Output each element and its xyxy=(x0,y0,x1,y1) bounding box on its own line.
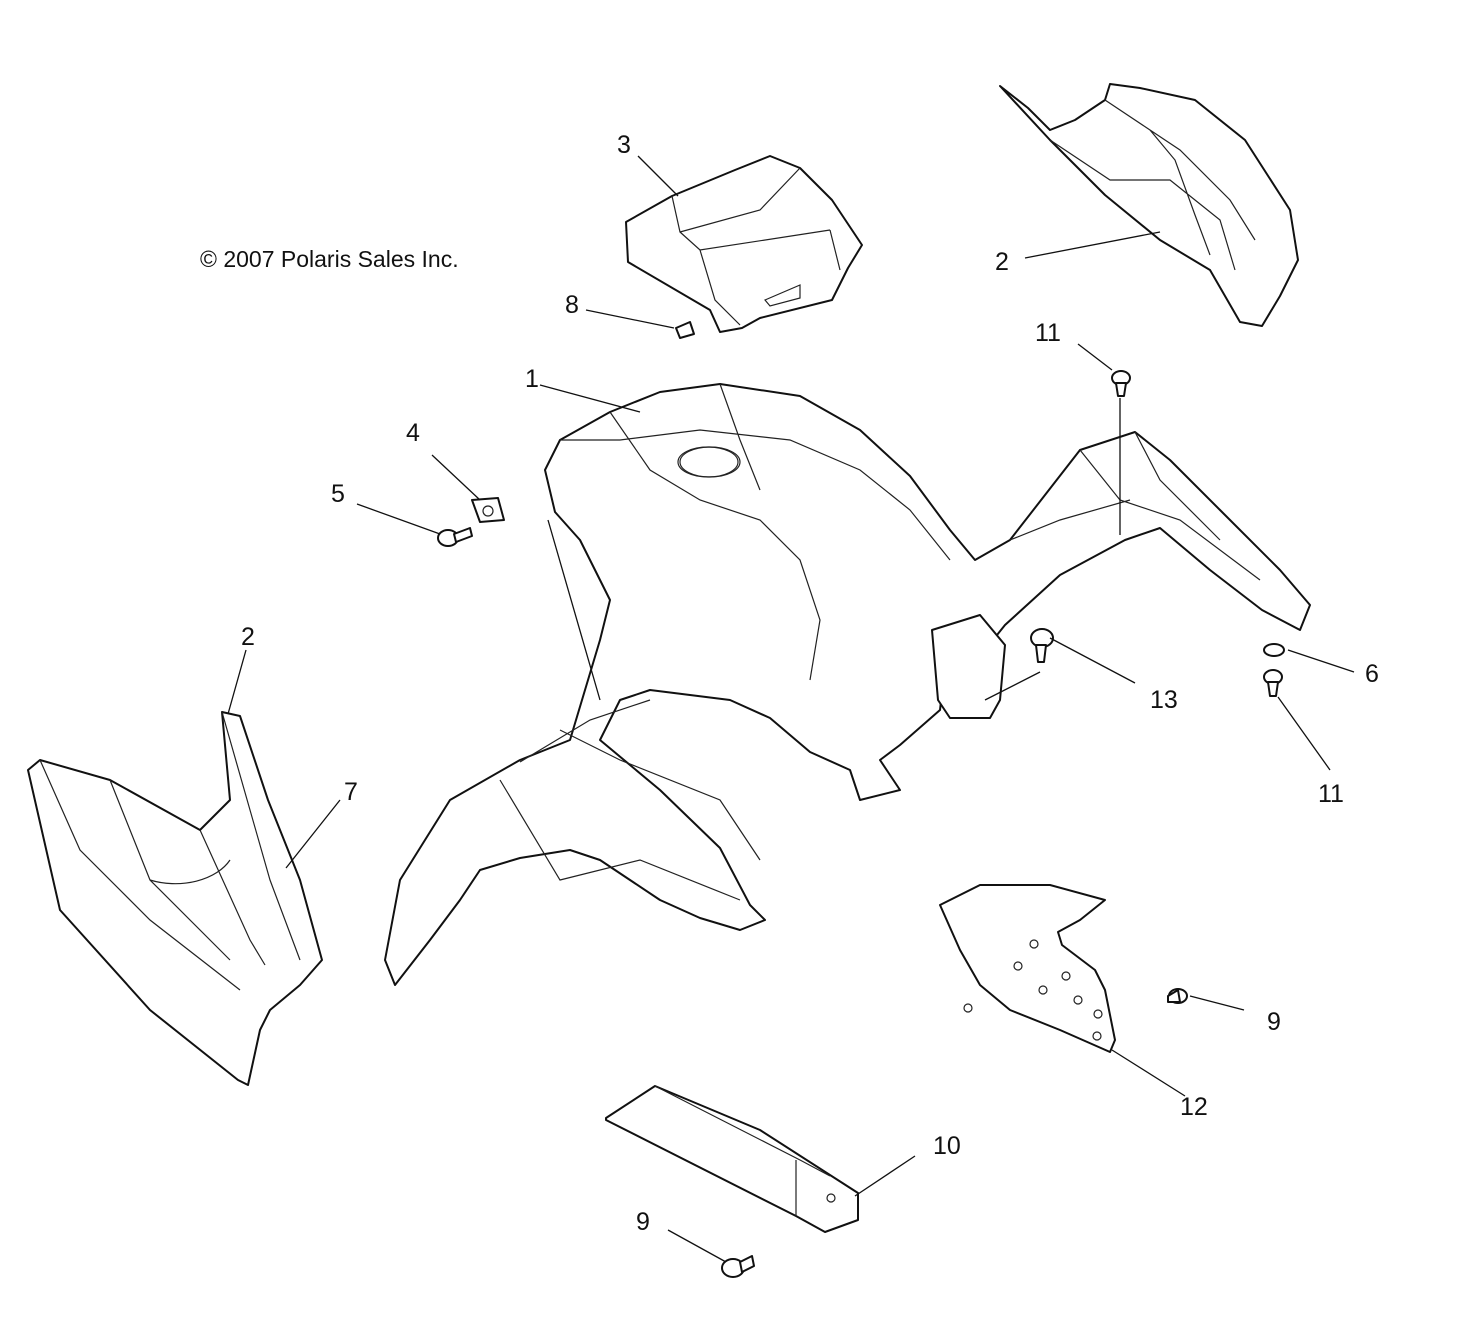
callout-9-right: 9 xyxy=(1267,1008,1281,1036)
part-10-skid-plate xyxy=(605,1085,859,1233)
callout-9-bottom: 9 xyxy=(636,1208,650,1236)
callout-5: 5 xyxy=(331,480,345,508)
part-4-clip-nut xyxy=(471,497,505,523)
callout-3: 3 xyxy=(617,131,631,159)
callout-12: 12 xyxy=(1180,1093,1208,1121)
callout-1: 1 xyxy=(525,365,539,393)
part-9-screw-bottom xyxy=(721,1255,755,1278)
callout-6: 6 xyxy=(1365,660,1379,688)
callout-4: 4 xyxy=(406,419,420,447)
body-mount-bracket xyxy=(931,614,1006,719)
callout-11-right: 11 xyxy=(1318,780,1344,808)
part-3-pod-cover xyxy=(625,155,863,333)
callout-13: 13 xyxy=(1150,686,1178,714)
part-12-bracket-plate xyxy=(939,884,1116,1053)
callout-10: 10 xyxy=(933,1132,961,1160)
copyright-notice: © 2007 Polaris Sales Inc. xyxy=(200,246,459,272)
leader-lines xyxy=(227,155,1355,1263)
part-11-screw-right xyxy=(1263,669,1283,697)
part-5-push-rivet xyxy=(437,527,473,547)
part-2-dash-panel-top xyxy=(999,83,1299,327)
callout-7: 7 xyxy=(344,778,358,806)
part-8-clip xyxy=(675,321,695,339)
callout-2-top: 2 xyxy=(995,248,1009,276)
callout-8: 8 xyxy=(565,291,579,319)
part-1-front-body xyxy=(384,383,1311,986)
callout-2-left: 2 xyxy=(241,623,255,651)
callout-11-top: 11 xyxy=(1035,319,1061,347)
part-6-washer xyxy=(1263,643,1285,657)
part-2-side-panel-left xyxy=(27,711,323,1086)
part-13-push-rivet xyxy=(1030,628,1054,663)
part-11-screw-top xyxy=(1111,370,1131,397)
part-9-screw-right xyxy=(1167,988,1188,1004)
